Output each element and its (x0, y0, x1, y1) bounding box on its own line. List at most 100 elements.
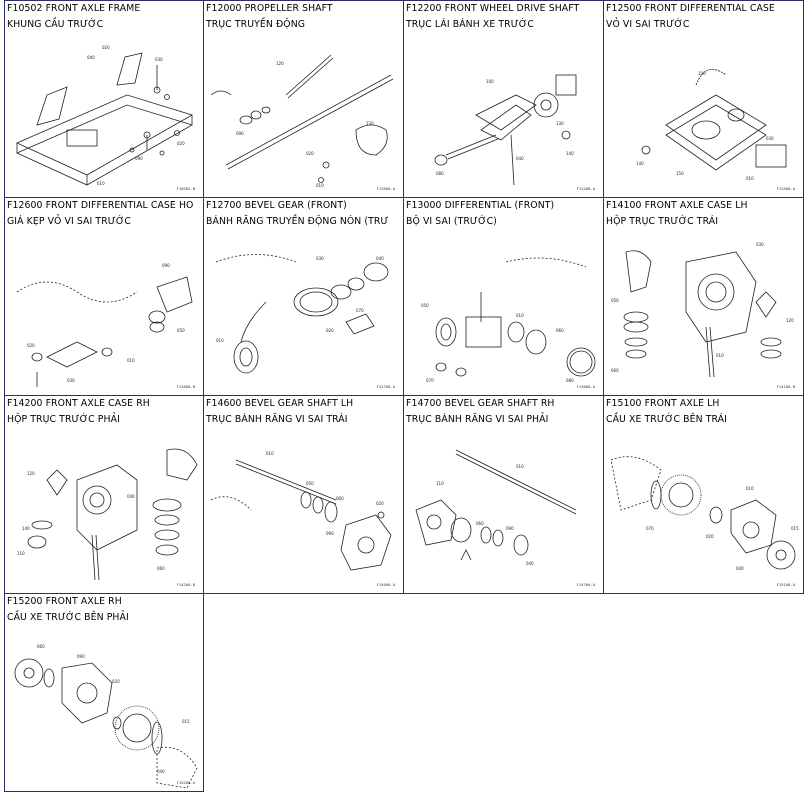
svg-text:040: 040 (736, 566, 744, 571)
svg-text:010: 010 (97, 181, 105, 186)
bevel-gear-diagram: 030 040 070 010 020 (215, 254, 389, 374)
svg-text:130: 130 (556, 121, 564, 126)
catalog-item-f12600[interactable]: F12600 FRONT DIFFERENTIAL CASE HO GIÁ KẸ… (4, 198, 204, 396)
item-code: F14100 FRONT AXLE CASE LH (606, 200, 748, 211)
svg-text:110: 110 (17, 551, 25, 556)
svg-text:070: 070 (356, 308, 364, 313)
svg-text:020: 020 (177, 141, 185, 146)
diagram-reference: F15200-A (176, 780, 195, 785)
svg-text:050: 050 (611, 298, 619, 303)
svg-text:040: 040 (516, 156, 524, 161)
catalog-item-f10502[interactable]: F10502 FRONT AXLE FRAME KHUNG CẦU TRƯỚC … (4, 0, 204, 198)
diagram-reference: F15100-A (776, 582, 795, 587)
item-vietnamese-name: CẦU XE TRƯỚC BÊN TRÁI (606, 414, 727, 425)
svg-text:020: 020 (102, 45, 110, 50)
svg-text:010: 010 (716, 353, 724, 358)
item-vietnamese-name: HỘP TRỤC TRƯỚC PHẢI (7, 414, 120, 425)
svg-text:140: 140 (22, 526, 30, 531)
svg-text:030: 030 (67, 378, 75, 383)
svg-text:140: 140 (566, 151, 574, 156)
svg-text:010: 010 (746, 176, 754, 181)
item-vietnamese-name: HỘP TRỤC TRƯỚC TRÁI (606, 216, 719, 227)
catalog-item-f14600[interactable]: F14600 BEVEL GEAR SHAFT LH TRỤC BÁNH RĂN… (204, 396, 404, 594)
item-vietnamese-name: BÁNH RĂNG TRUYỀN ĐỘNG NÓN (TRƯ (206, 216, 389, 227)
item-code: F10502 FRONT AXLE FRAME (7, 3, 141, 14)
svg-text:090: 090 (506, 526, 514, 531)
svg-text:020: 020 (112, 679, 120, 684)
diagram-reference: F12200-A (576, 186, 595, 191)
svg-text:040: 040 (376, 256, 384, 261)
front-axle-frame-diagram: 020 040 030 020 010 090 (16, 45, 194, 186)
catalog-item-f12000[interactable]: F12000 PROPELLER SHAFT TRỤC TRUYỀN ĐỘNG … (204, 0, 404, 198)
svg-text:090: 090 (326, 531, 334, 536)
diagram-reference: F14200-B (176, 582, 195, 587)
svg-text:120: 120 (27, 471, 35, 476)
item-vietnamese-name: TRỤC TRUYỀN ĐỘNG (206, 19, 306, 30)
diagram-reference: F12700-A (376, 384, 395, 389)
item-vietnamese-name: VỎ VI SAI TRƯỚC (606, 19, 690, 30)
svg-text:010: 010 (516, 313, 524, 318)
svg-text:040: 040 (526, 561, 534, 566)
svg-text:080: 080 (566, 378, 574, 383)
item-code: F12700 BEVEL GEAR (FRONT) (206, 200, 347, 211)
catalog-item-f12200[interactable]: F12200 FRONT WHEEL DRIVE SHAFT TRỤC LÁI … (404, 0, 604, 198)
catalog-item-f13000[interactable]: F13000 DIFFERENTIAL (FRONT) BỘ VI SAI (T… (404, 198, 604, 396)
svg-text:010: 010 (127, 358, 135, 363)
svg-text:070: 070 (646, 526, 654, 531)
catalog-item-f14200[interactable]: F14200 FRONT AXLE CASE RH HỘP TRỤC TRƯỚC… (4, 396, 204, 594)
catalog-item-f14100[interactable]: F14100 FRONT AXLE CASE LH HỘP TRỤC TRƯỚC… (604, 198, 804, 396)
catalog-item-f15100[interactable]: F15100 FRONT AXLE LH CẦU XE TRƯỚC BÊN TR… (604, 396, 804, 594)
svg-text:030: 030 (316, 256, 324, 261)
item-code: F14700 BEVEL GEAR SHAFT RH (406, 398, 555, 409)
svg-text:060: 060 (157, 566, 165, 571)
item-code: F14600 BEVEL GEAR SHAFT LH (206, 398, 354, 409)
svg-text:020: 020 (326, 328, 334, 333)
item-code: F13000 DIFFERENTIAL (FRONT) (406, 200, 555, 211)
svg-text:050: 050 (421, 303, 429, 308)
svg-text:060: 060 (556, 328, 564, 333)
front-differential-case-holder-diagram: 090 050 020 030 010 (16, 263, 193, 387)
item-code: F12500 FRONT DIFFERENTIAL CASE (606, 3, 775, 14)
svg-text:050: 050 (177, 328, 185, 333)
svg-text:040: 040 (87, 55, 95, 60)
svg-text:090: 090 (162, 263, 170, 268)
svg-text:090: 090 (77, 654, 85, 659)
svg-text:150: 150 (676, 171, 684, 176)
svg-text:040: 040 (157, 769, 165, 774)
svg-text:080: 080 (436, 171, 444, 176)
svg-text:120: 120 (786, 318, 794, 323)
svg-text:100: 100 (486, 79, 494, 84)
svg-text:010: 010 (216, 338, 224, 343)
catalog-item-f14700[interactable]: F14700 BEVEL GEAR SHAFT RH TRỤC BÁNH RĂN… (404, 396, 604, 594)
svg-text:010: 010 (516, 464, 524, 469)
svg-text:010: 010 (316, 183, 324, 188)
item-code: F15200 FRONT AXLE RH (7, 596, 122, 607)
svg-text:090: 090 (236, 131, 244, 136)
catalog-item-f12500[interactable]: F12500 FRONT DIFFERENTIAL CASE VỎ VI SAI… (604, 0, 804, 198)
svg-text:060: 060 (336, 496, 344, 501)
item-code: F15100 FRONT AXLE LH (606, 398, 720, 409)
svg-text:050: 050 (306, 481, 314, 486)
svg-text:070: 070 (426, 378, 434, 383)
svg-text:030: 030 (155, 57, 163, 62)
svg-text:020: 020 (706, 534, 714, 539)
parts-catalog-grid: F10502 FRONT AXLE FRAME KHUNG CẦU TRƯỚC … (4, 0, 806, 793)
svg-text:020: 020 (376, 501, 384, 506)
diagram-reference: F10502-B (176, 186, 195, 191)
item-vietnamese-name: TRỤC LÁI BÁNH XE TRƯỚC (406, 19, 534, 30)
diagram-reference: F14600-A (376, 582, 395, 587)
svg-text:030: 030 (756, 242, 764, 247)
catalog-item-f12700[interactable]: F12700 BEVEL GEAR (FRONT) BÁNH RĂNG TRUY… (204, 198, 404, 396)
svg-text:090: 090 (135, 156, 143, 161)
svg-text:020: 020 (27, 343, 35, 348)
diagram-reference: F12500-A (776, 186, 795, 191)
diagram-reference: F14700-A (576, 582, 595, 587)
catalog-item-f15200[interactable]: F15200 FRONT AXLE RH CẦU XE TRƯỚC BÊN PH… (4, 594, 204, 792)
diagram-reference: F12600-B (176, 384, 195, 389)
